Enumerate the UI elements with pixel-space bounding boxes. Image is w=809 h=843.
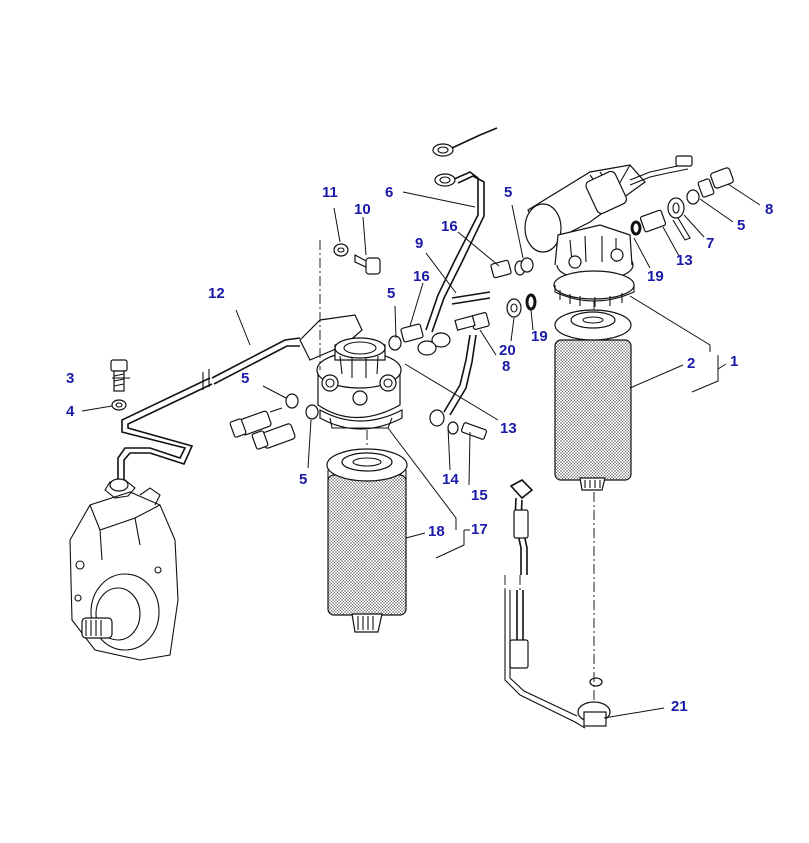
- fitting-16-lower: [388, 323, 424, 351]
- callout-6: 6: [385, 184, 394, 201]
- callout-5-right: 5: [737, 217, 746, 234]
- callout-16-upper: 16: [441, 218, 458, 235]
- callout-4: 4: [66, 403, 75, 420]
- sensor-left-upper: [229, 407, 283, 438]
- bolt-10: [354, 253, 381, 275]
- callout-8-upper: 8: [765, 201, 774, 218]
- plug-14: [429, 409, 445, 427]
- rod-9: [451, 291, 491, 299]
- leader-lines: [81, 183, 761, 719]
- o-ring-19a: [525, 293, 537, 311]
- callout-3: 3: [66, 370, 75, 387]
- callout-20: 20: [499, 342, 516, 359]
- banjo-7: [667, 197, 691, 241]
- callout-13-upper: 13: [676, 252, 693, 269]
- callout-19-upper: 19: [647, 268, 664, 285]
- filter-element-2: [554, 309, 632, 491]
- center-lines: [319, 240, 595, 700]
- bolt-8-upper: [697, 167, 734, 198]
- pipe-6: [417, 127, 498, 416]
- callout-5-left-lower: 5: [299, 471, 308, 488]
- callout-16-lower: 16: [413, 268, 430, 285]
- plug-20: [506, 298, 522, 318]
- sensor-left-lower: [251, 423, 296, 450]
- callout-12: 12: [208, 285, 225, 302]
- fitting-13-upper: [639, 209, 667, 233]
- water-sensor-harness-21: [504, 479, 611, 729]
- priming-pump-head: [524, 155, 693, 307]
- callout-17: 17: [471, 521, 488, 538]
- callout-2: 2: [687, 355, 696, 372]
- fuel-pipe-12: [109, 337, 301, 492]
- callout-19-lower: 19: [531, 328, 548, 345]
- callout-11: 11: [322, 184, 338, 201]
- callout-10: 10: [354, 201, 371, 218]
- callout-9: 9: [415, 235, 424, 252]
- washer-11: [333, 243, 349, 257]
- callout-5-left-upper: 5: [241, 370, 250, 387]
- callout-8-lower: 8: [502, 358, 511, 375]
- callout-5-head: 5: [387, 285, 396, 302]
- callout-1: 1: [730, 353, 739, 370]
- callout-7: 7: [706, 235, 715, 252]
- callout-21: 21: [671, 698, 688, 715]
- bolt-3: [110, 359, 128, 392]
- callout-13-lower: 13: [500, 420, 517, 437]
- washer-5d: [686, 189, 700, 205]
- bolt-15: [460, 422, 488, 440]
- washer-4: [111, 399, 127, 411]
- o-ring-19b: [630, 220, 642, 236]
- washer-5c: [520, 257, 534, 273]
- washer-5b: [305, 404, 319, 420]
- callout-5-top: 5: [504, 184, 513, 201]
- filter-head-17: [299, 314, 403, 430]
- filter-element-18: [326, 448, 408, 633]
- injection-pump: [69, 479, 179, 661]
- callout-14: 14: [442, 471, 459, 488]
- callout-18: 18: [428, 523, 445, 540]
- washer-5a: [285, 393, 299, 409]
- bolt-8-lower: [454, 312, 490, 331]
- callout-15: 15: [471, 487, 488, 504]
